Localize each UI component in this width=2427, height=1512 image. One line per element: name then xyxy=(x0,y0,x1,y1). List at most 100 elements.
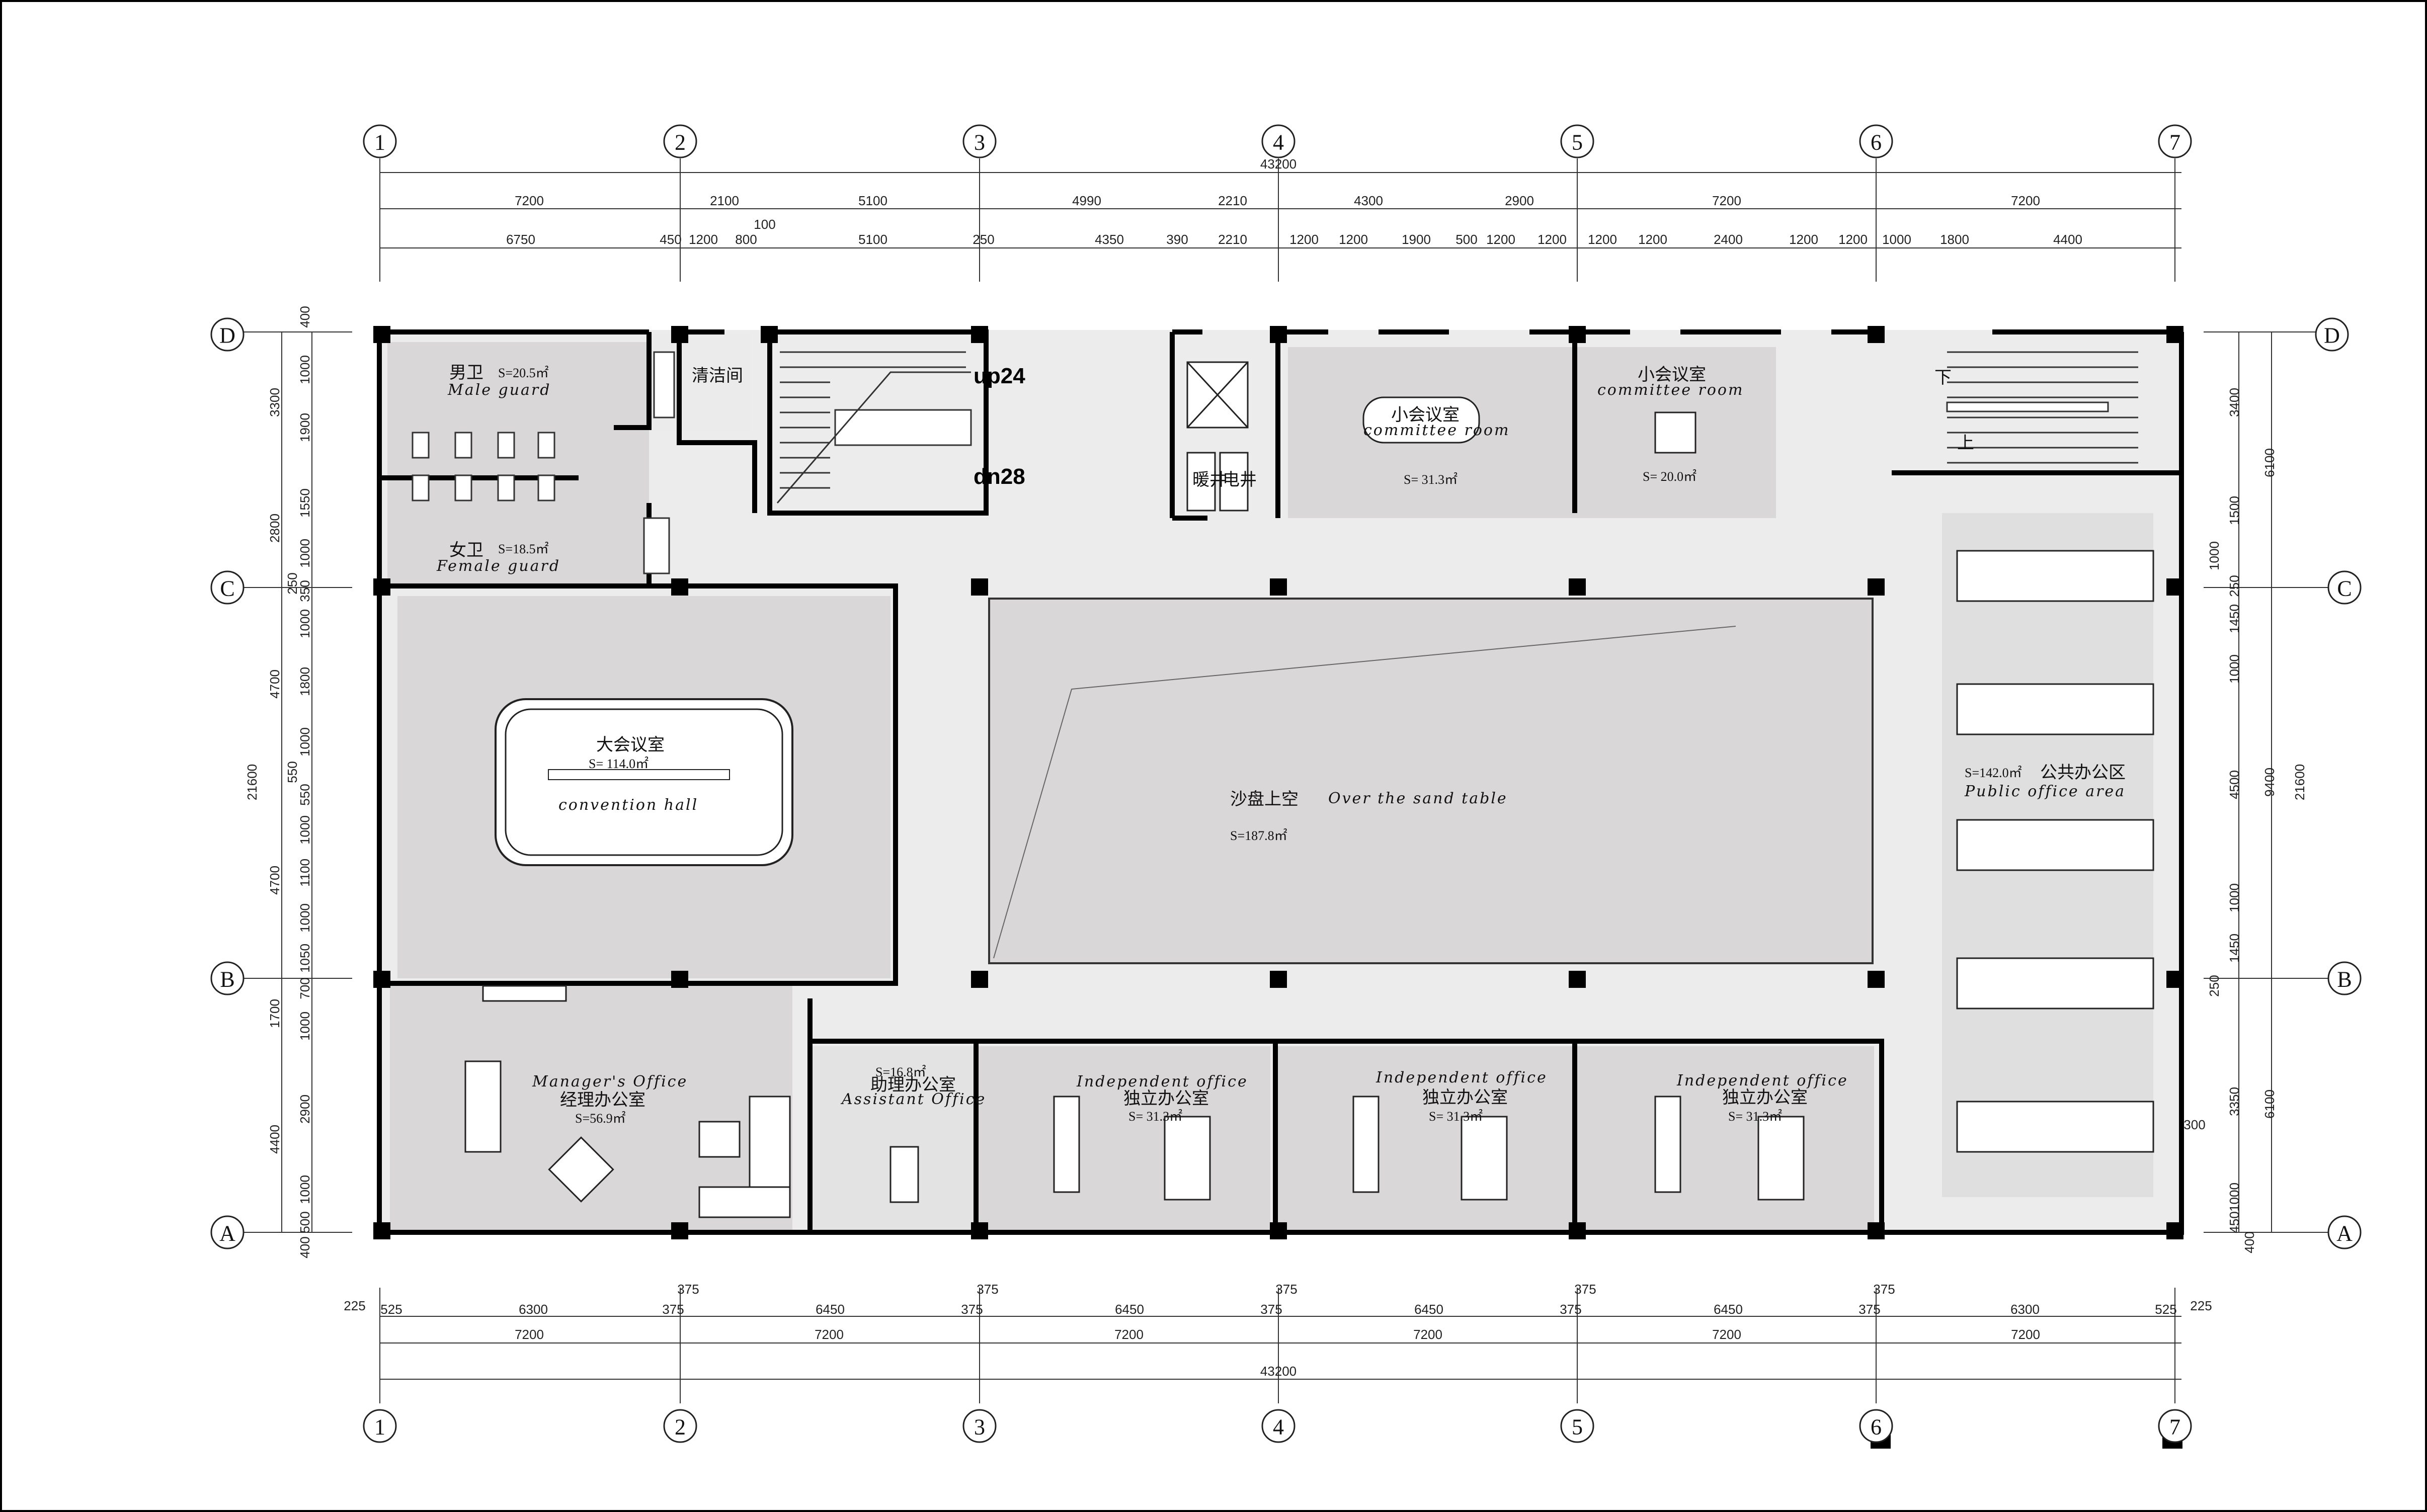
grid-row-d-right: D xyxy=(2324,323,2340,348)
assistant-office-en: Assistant Office xyxy=(840,1090,986,1108)
manager-office-name: 经理办公室 xyxy=(560,1090,645,1110)
small-meeting-1-name: 小会议室 xyxy=(1391,405,1460,425)
dim-left-inner: 1900 xyxy=(297,413,312,442)
dim-left-outer: 1700 xyxy=(267,999,282,1028)
dim-left-inner: 1100 xyxy=(297,859,312,887)
public-office-desks xyxy=(1956,550,2154,1153)
grid-col-2-top: 2 xyxy=(675,130,686,155)
dim-bottom-major: 7200 xyxy=(2011,1327,2040,1342)
grid-col-4-bottom: 4 xyxy=(1273,1415,1284,1440)
dim-top-r1: 7200 xyxy=(2011,193,2040,208)
assistant-office-name: 助理办公室 xyxy=(870,1075,956,1095)
dim-left-inner: 1000 xyxy=(297,903,312,933)
dim-right-inner: 450 xyxy=(2227,1211,2242,1233)
dim-top-r2: 1200 xyxy=(1838,232,1868,247)
dim-left-inner: 350 xyxy=(297,580,312,602)
room-labels: 男卫 S=20.5㎡ Male guard 女卫 S=18.5㎡ Female … xyxy=(436,363,2126,1126)
independent-1-area: S= 31.3㎡ xyxy=(1128,1109,1182,1124)
female-toilet-name: 女卫 xyxy=(449,540,483,560)
dim-left-inner: 1000 xyxy=(297,539,312,568)
dim-left-inner: 1000 xyxy=(297,727,312,757)
electric-shaft-label: 电井 xyxy=(1223,470,1257,490)
independent-1-name: 独立办公室 xyxy=(1123,1088,1209,1109)
dim-left-inner: 400 xyxy=(297,1236,312,1258)
dim-top-r2: 450 xyxy=(660,232,681,247)
dim-bottom-minor: 225 xyxy=(344,1298,365,1313)
dim-top-r1: 7200 xyxy=(515,193,544,208)
dim-right-inner: 300 xyxy=(2183,1117,2205,1132)
dim-left-outer: 4700 xyxy=(267,669,282,699)
grid-bubbles xyxy=(210,124,2362,1443)
independent-2-area: S= 31.3㎡ xyxy=(1429,1109,1483,1124)
assistant-office-area: S=16.8㎡ xyxy=(875,1065,926,1079)
dim-bottom-mid: 375 xyxy=(1275,1282,1297,1297)
heating-shaft-label: 暖井 xyxy=(1192,470,1227,490)
dim-top-r2: 1200 xyxy=(1638,232,1667,247)
dim-left-inner: 1000 xyxy=(297,1175,312,1204)
dim-left-outer: 2800 xyxy=(267,514,282,543)
dim-right-inner: 4500 xyxy=(2227,770,2242,799)
stair-up-label: up24 xyxy=(974,364,1025,388)
dim-bottom-major: 7200 xyxy=(515,1327,544,1342)
stair-down-label: dn28 xyxy=(974,464,1025,489)
manager-office-en: Manager's Office xyxy=(532,1073,688,1090)
dim-right-inner: 250 xyxy=(2207,975,2222,996)
dim-left-inner: 700 xyxy=(297,977,312,999)
grid-col-4-top: 4 xyxy=(1273,130,1284,155)
dim-top-r2: 1200 xyxy=(1538,232,1567,247)
dim-bottom-minor: 525 xyxy=(380,1302,402,1317)
dim-top-r2: 800 xyxy=(735,232,757,247)
dim-left-inner: 400 xyxy=(297,306,312,327)
dim-right-inner: 1500 xyxy=(2227,496,2242,525)
dim-bottom-major: 7200 xyxy=(1712,1327,1741,1342)
dim-top-r2: 1200 xyxy=(1588,232,1617,247)
grid-row-d-left: D xyxy=(219,323,235,348)
convention-hall-area: S= 114.0㎡ xyxy=(589,757,649,771)
dim-left-inner: 1000 xyxy=(297,1012,312,1041)
grid-col-5-bottom: 5 xyxy=(1572,1415,1583,1440)
dim-left-inner: 1000 xyxy=(297,815,312,845)
grid-row-a-left: A xyxy=(219,1221,235,1246)
dim-top-r2: 1200 xyxy=(689,232,718,247)
toilet-stalls xyxy=(412,351,675,574)
dim-top-r2: 6750 xyxy=(506,232,535,247)
female-toilet-en: Female guard xyxy=(436,557,560,575)
convention-hall-name: 大会议室 xyxy=(596,735,665,755)
dim-left-inner: 1000 xyxy=(297,355,312,384)
dim-right-inner: 3400 xyxy=(2227,388,2242,417)
dim-top-r2: 250 xyxy=(973,232,994,247)
grid-col-6-bottom: 6 xyxy=(1871,1415,1882,1440)
manager-office-area: S=56.9㎡ xyxy=(575,1111,626,1126)
grid-row-b-right: B xyxy=(2337,967,2352,992)
dim-top-r2: 2400 xyxy=(1714,232,1743,247)
sand-table-name: 沙盘上空 xyxy=(1230,789,1299,809)
dim-bottom-minor: 375 xyxy=(662,1302,684,1317)
dims-right: 21600 6100 9400 6100 3400 1500 1000 250 … xyxy=(2183,388,2307,1253)
dim-right-inner: 1000 xyxy=(2207,541,2222,570)
convention-table xyxy=(495,698,793,866)
dim-bottom-total: 43200 xyxy=(1260,1364,1297,1379)
dim-left-inner: 1050 xyxy=(297,944,312,973)
public-office-name: 公共办公区 xyxy=(2040,763,2126,783)
dim-top-r2: 1000 xyxy=(1882,232,1911,247)
dim-bottom-mid: 375 xyxy=(977,1282,998,1297)
structural-columns xyxy=(373,326,2183,1449)
grid-col-5-top: 5 xyxy=(1572,130,1583,155)
dim-top-r1: 2900 xyxy=(1505,193,1534,208)
grid-col-6-top: 6 xyxy=(1871,130,1882,155)
elevator xyxy=(1186,361,1249,512)
dims-left: 21600 3300 2800 4700 4700 1700 4400 400 … xyxy=(245,306,312,1258)
dim-top-r2: 1800 xyxy=(1940,232,1969,247)
dim-right-outer: 9400 xyxy=(2262,768,2277,797)
independent-2-name: 独立办公室 xyxy=(1422,1087,1508,1108)
independent-2-en: Independent office xyxy=(1376,1069,1548,1086)
dim-right-inner: 3350 xyxy=(2227,1087,2242,1116)
dim-left-inner: 1000 xyxy=(297,609,312,638)
dim-bottom-mid: 375 xyxy=(1574,1282,1596,1297)
cleaning-room-name: 清洁间 xyxy=(692,366,743,386)
dim-left-inner: 2900 xyxy=(297,1095,312,1124)
stair2-down-label: 下 xyxy=(1934,368,1952,388)
dim-top-r2: 4350 xyxy=(1095,232,1124,247)
grid-labels: 1 2 3 4 5 6 7 1 2 3 4 5 6 7 D C B A D C … xyxy=(219,130,2353,1440)
dim-top-r2: 5100 xyxy=(858,232,887,247)
